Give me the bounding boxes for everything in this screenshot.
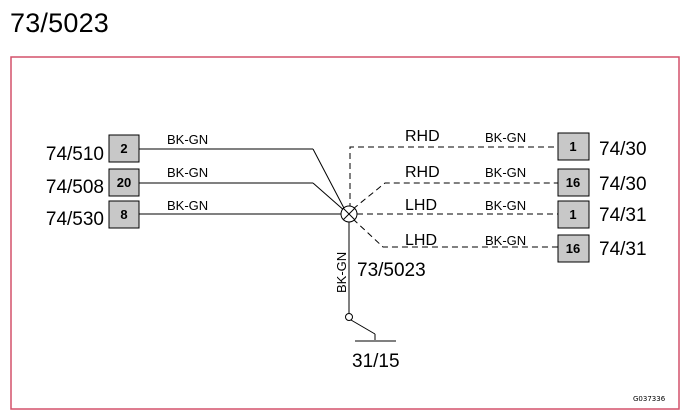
page-title: 73/5023 [10,8,109,38]
ground-lead [350,319,376,335]
connector-label-74-31-a: 74/31 [599,205,647,226]
pin-number-74-31-a: 1 [569,207,576,222]
connector-label-74-508: 74/508 [46,177,104,198]
diagram-frame [10,56,680,410]
pin-number-74-30-b: 16 [566,175,580,190]
wire-74-30-pin16 [352,182,558,210]
wire-color-74-510: BK-GN [167,132,208,147]
wire-74-30-pin1 [349,146,558,209]
wire-color-ground: BK-GN [334,252,349,293]
wire-color-74-31-a: BK-GN [485,198,526,213]
splice-label: 73/5023 [357,260,426,281]
pin-number-74-30-a: 1 [569,139,576,154]
connector-label-74-30-b: 74/30 [599,174,647,195]
wire-color-74-508: BK-GN [167,165,208,180]
ground-terminal [345,313,353,321]
connector-label-74-530: 74/530 [46,209,104,230]
pin-number-74-530: 8 [120,207,127,222]
wire-74-508-diagonal [312,182,347,213]
side-label-rhd-1: RHD [405,128,440,145]
splice-point [340,205,358,223]
wire-color-74-30-a: BK-GN [485,130,526,145]
pin-number-74-508: 20 [117,175,131,190]
connector-label-74-510: 74/510 [46,144,104,165]
pin-box-74-31-a [557,200,590,229]
figure-code: G037336 [633,395,666,403]
pin-box-74-30-a [557,132,590,161]
pin-box-74-508 [108,168,140,197]
wire-74-510-diagonal [312,148,347,213]
wire-color-74-530: BK-GN [167,198,208,213]
pin-number-74-510: 2 [120,141,127,156]
connector-label-74-30-a: 74/30 [599,139,647,160]
ground-label: 31/15 [352,351,400,372]
pin-box-74-510 [108,134,140,163]
wire-color-74-30-b: BK-GN [485,165,526,180]
side-label-lhd-1: LHD [405,197,437,214]
pin-box-74-530 [108,200,140,229]
connector-label-74-31-b: 74/31 [599,239,647,260]
pin-box-74-30-b [557,168,590,197]
pin-number-74-31-b: 16 [566,241,580,256]
wire-74-31-pin16 [352,218,558,248]
wire-color-74-31-b: BK-GN [485,233,526,248]
side-label-lhd-2: LHD [405,232,437,249]
pin-box-74-31-b [557,234,590,263]
side-label-rhd-2: RHD [405,164,440,181]
